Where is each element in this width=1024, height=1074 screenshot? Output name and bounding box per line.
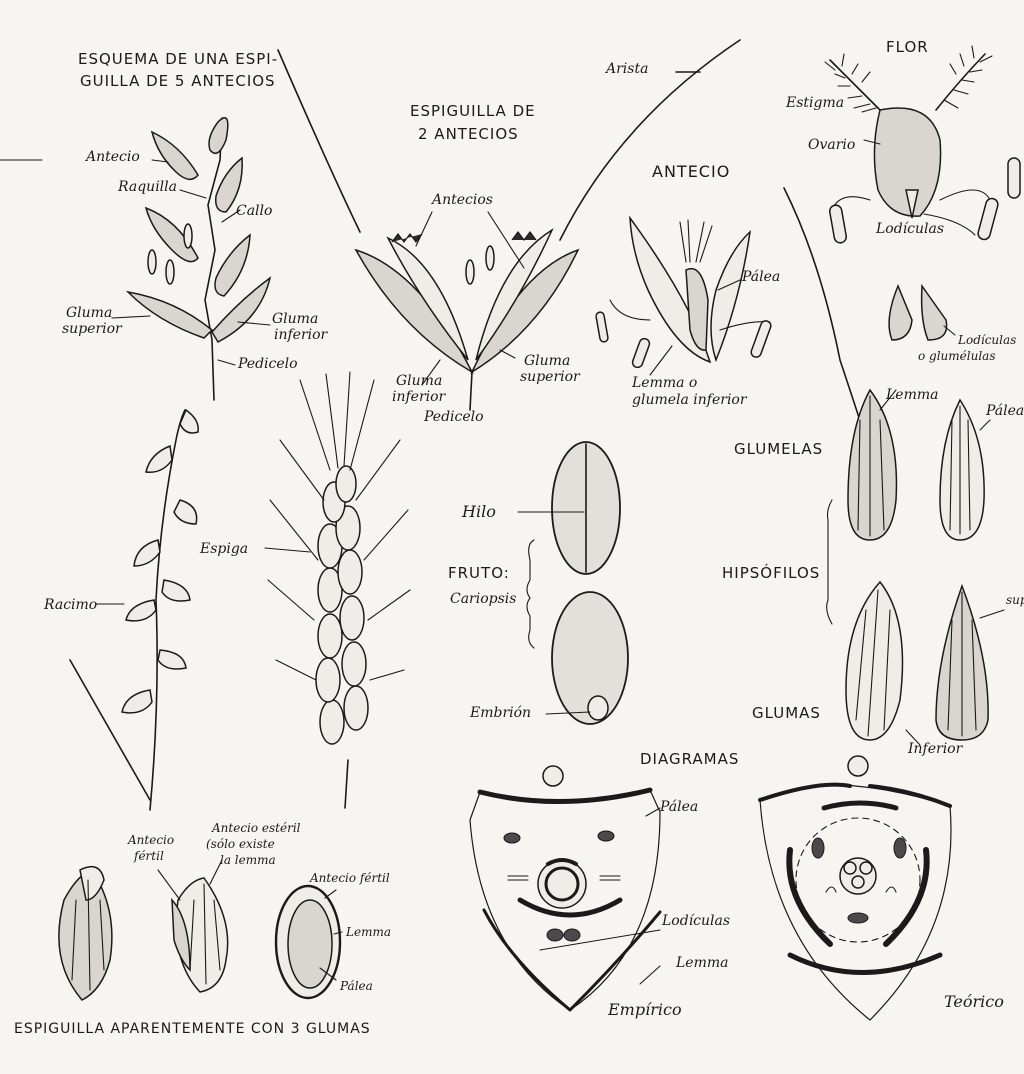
label-superior: superior (1006, 594, 1024, 606)
label-lodiculas-diagram: Lodículas (662, 914, 730, 928)
label-palea-right: Pálea (986, 404, 1024, 418)
label-empirico: Empírico (608, 1002, 682, 1018)
flower-title: FLOR (886, 40, 929, 55)
heading-diagramas: DIAGRAMAS (640, 752, 739, 767)
label-gluma-inferior-left-1: Gluma (396, 374, 442, 388)
label-gluma-inferior-2: inferior (274, 328, 327, 342)
label-embrion: Embrión (470, 706, 531, 720)
spikelet-5-title-line1: ESQUEMA DE UNA ESPI- (78, 52, 278, 67)
fruit-drawing (518, 442, 628, 724)
bottom-caption: ESPIGUILLA APARENTEMENTE CON 3 GLUMAS (14, 1022, 371, 1036)
label-antecio-esteril-1: Antecio estéril (212, 822, 301, 834)
label-antecio-fertil-right: Antecio fértil (310, 872, 390, 884)
label-lodiculas: Lodículas (876, 222, 944, 236)
flower-drawing (825, 46, 1020, 340)
label-estigma: Estigma (786, 96, 844, 110)
label-racimo: Racimo (44, 598, 97, 612)
label-antecio-fertil-2: fértil (134, 850, 164, 862)
label-lemma-diagram: Lemma (676, 956, 728, 970)
glumes-drawing (827, 390, 1004, 745)
spike-drawing (265, 372, 410, 808)
label-gluma-superior-1: Gluma (66, 306, 112, 320)
spikelet-2-florets-drawing (278, 40, 740, 410)
label-lodiculas-2a: Lodículas (958, 334, 1016, 346)
label-gluma-superior-right-2: superior (520, 370, 580, 384)
spikelet-2-title-line2: 2 ANTECIOS (418, 127, 519, 142)
label-arista: Arista (606, 62, 648, 76)
label-antecio-esteril-3: la lemma (220, 854, 276, 866)
label-gluma-inferior-left-2: inferior (392, 390, 445, 404)
label-raquilla: Raquilla (118, 180, 177, 194)
label-antecios: Antecios (432, 193, 493, 207)
spikelet-3-glumes-drawing (59, 860, 342, 1000)
label-hilo: Hilo (462, 504, 496, 520)
label-antecio-esteril-2: (sólo existe (206, 838, 275, 850)
label-antecio-fertil-1: Antecio (128, 834, 174, 846)
label-gluma-superior-2: superior (62, 322, 122, 336)
label-antecio: Antecio (86, 150, 140, 164)
label-espiga: Espiga (200, 542, 248, 556)
floret-title: ANTECIO (652, 164, 730, 180)
heading-glumelas: GLUMELAS (734, 442, 823, 457)
label-callo: Callo (236, 204, 272, 218)
label-lemma-o: Lemma o (632, 376, 697, 390)
label-gluma-superior-right-1: Gluma (524, 354, 570, 368)
spikelet-2-title-line1: ESPIGUILLA DE (410, 104, 536, 119)
label-palea: Pálea (742, 270, 780, 284)
heading-hipsofilos: HIPSÓFILOS (722, 566, 820, 581)
diagram-empirico (470, 766, 660, 1010)
label-lemma-small: Lemma (346, 926, 391, 938)
label-inferior: Inferior (908, 742, 962, 756)
heading-glumas: GLUMAS (752, 706, 821, 721)
label-pedicelo: Pedicelo (238, 357, 298, 371)
label-lemma-right: Lemma (886, 388, 938, 402)
label-ovario: Ovario (808, 138, 855, 152)
label-fruto: FRUTO: (448, 566, 510, 581)
label-glumela-inferior: glumela inferior (632, 393, 747, 407)
floret-drawing (595, 218, 772, 375)
label-teorico: Teórico (944, 994, 1004, 1010)
label-lodiculas-2b: o glumélulas (918, 350, 995, 362)
label-cariopsis: Cariopsis (450, 592, 516, 606)
spikelet-5-title-line2: GUILLA DE 5 ANTECIOS (80, 74, 276, 89)
diagram-teorico (760, 756, 951, 1020)
label-palea-diagram: Pálea (660, 800, 698, 814)
label-gluma-inferior-1: Gluma (272, 312, 318, 326)
label-pedicelo-2: Pedicelo (424, 410, 484, 424)
label-palea-small: Pálea (340, 980, 373, 992)
